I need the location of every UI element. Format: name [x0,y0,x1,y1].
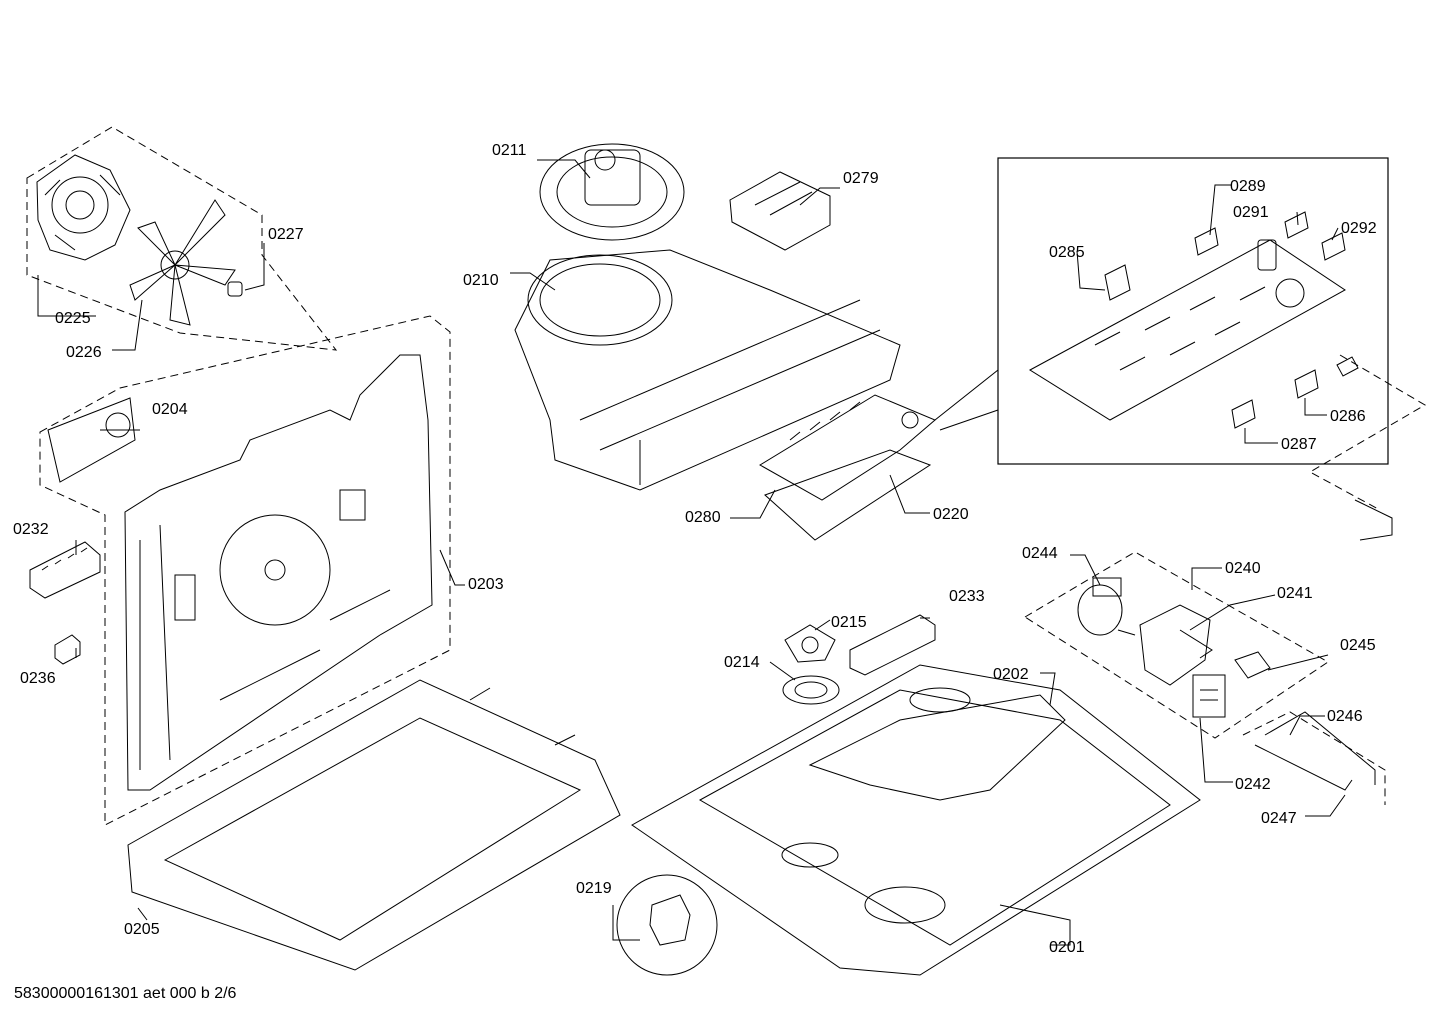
callout-0292: 0292 [1341,220,1377,237]
seal-0214 [782,675,840,705]
heater-element-0246-0247 [1254,711,1376,791]
callout-0219: 0219 [576,880,612,897]
leader-lines [37,159,1346,946]
pcb-detail-leader [934,369,999,431]
relay-0242 [1192,674,1226,718]
ribbon-connector-detail [1336,356,1393,541]
callout-0279: 0279 [843,170,879,187]
pcb-detail [1029,211,1346,429]
group-outlines [26,126,1426,826]
callout-0225: 0225 [55,310,91,327]
pcb-detail-frame [997,157,1389,465]
callout-0232: 0232 [13,521,49,538]
back-panel-0203 [124,354,433,791]
document-id: 58300000161301 aet 000 b 2/6 [14,985,237,1002]
air-duct-0210 [514,249,901,491]
duct-0202 [808,687,1066,801]
switch-0241 [1139,604,1213,686]
control-board-0280 [759,394,936,501]
connector-0233 [849,614,936,676]
callout-0241: 0241 [1277,585,1313,602]
sensor-0219-detail [616,874,718,976]
callout-0285: 0285 [1049,244,1085,261]
cover-tray-0205 [127,679,621,971]
callout-0242: 0242 [1235,776,1271,793]
bracket-0220 [764,449,932,541]
callout-0236: 0236 [20,670,56,687]
callout-0214: 0214 [724,654,760,671]
callout-0289: 0289 [1230,178,1266,195]
callout-0205: 0205 [124,921,160,938]
callout-0286: 0286 [1330,408,1366,425]
heater-group-outline [1242,711,1386,805]
callout-0287: 0287 [1281,436,1317,453]
callout-0211: 0211 [492,142,527,159]
nut-0227 [227,281,243,297]
callout-0280: 0280 [685,509,721,526]
callout-0247: 0247 [1261,810,1297,827]
callout-0210: 0210 [463,272,499,289]
back-panel-group-outline [39,315,451,826]
callout-0215: 0215 [831,614,867,631]
callout-0233: 0233 [949,588,985,605]
callout-labels: 0211 0279 0210 0227 0225 0226 0204 0232 … [13,142,1377,956]
callout-0203: 0203 [468,576,504,593]
callout-0244: 0244 [1022,545,1058,562]
connector-detail-outline [1308,354,1426,511]
base-plate-0201 [631,664,1201,976]
plate-0215 [784,624,836,663]
callout-0220: 0220 [933,506,969,523]
connector-0236 [54,634,81,665]
cover-0279 [729,171,831,251]
terminal-block-0232 [29,541,101,599]
bracket-0204 [47,397,136,483]
lamp-socket-0245 [1234,651,1271,679]
fan-motor-0225 [36,154,131,261]
motor-0244 [1077,577,1136,636]
callout-0202: 0202 [993,666,1029,683]
fan-blade-0226 [129,199,236,326]
callout-0227: 0227 [268,226,304,243]
motor-switch-group-outline [1024,551,1329,739]
callout-0291: 0291 [1233,204,1269,221]
callout-0204: 0204 [152,401,188,418]
callout-0245: 0245 [1340,637,1376,654]
callout-0246: 0246 [1327,708,1363,725]
callout-0240: 0240 [1225,560,1261,577]
callout-0201: 0201 [1049,939,1085,956]
fan-housing-0211 [539,143,685,241]
callout-0226: 0226 [66,344,102,361]
